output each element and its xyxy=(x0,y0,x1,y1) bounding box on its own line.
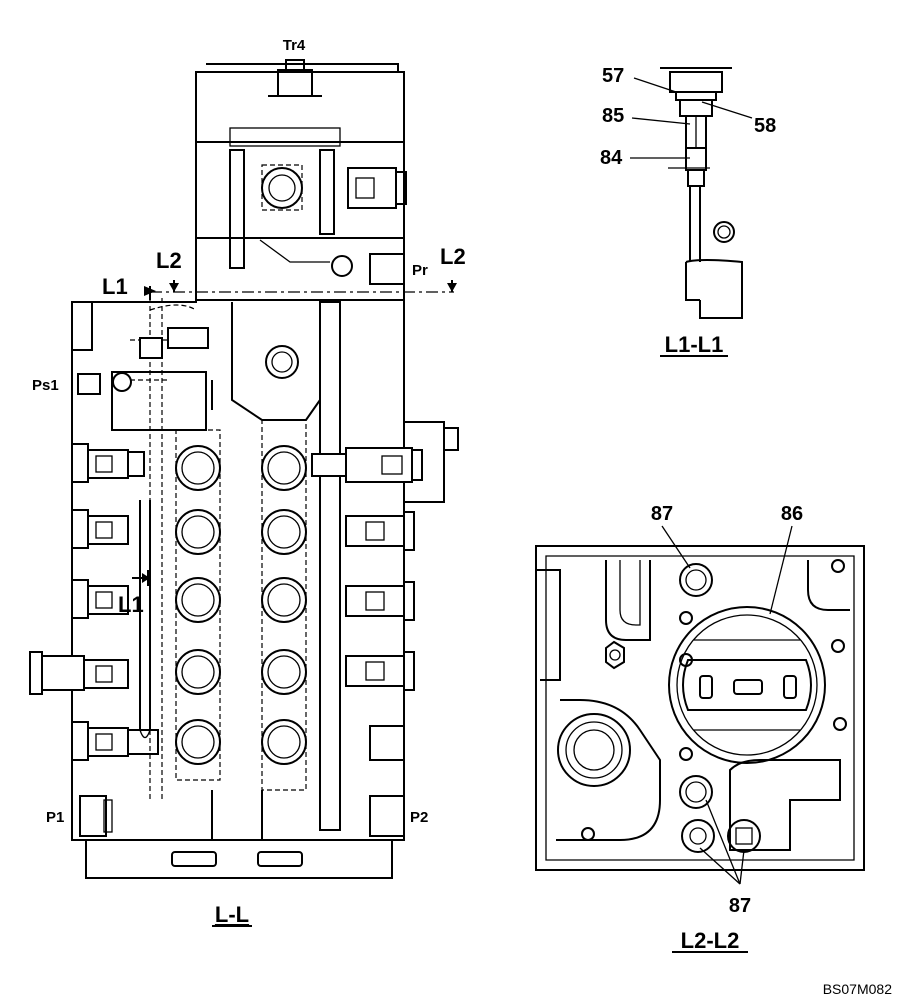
part-87-bottom: 87 xyxy=(729,895,751,917)
part-84: 84 xyxy=(600,147,623,169)
label-p1: P1 xyxy=(46,809,64,826)
detail-l1-view xyxy=(630,67,753,319)
part-86: 86 xyxy=(781,503,803,525)
label-l1-bottom: L1 xyxy=(118,592,144,617)
left-spool-column xyxy=(175,429,221,781)
title-l-l: L-L xyxy=(215,902,249,927)
part-58: 58 xyxy=(754,115,776,137)
main-valve-body xyxy=(29,59,459,879)
label-l2-right: L2 xyxy=(440,244,466,269)
title-l1-l1: L1-L1 xyxy=(665,332,724,357)
title-l2-l2: L2-L2 xyxy=(681,928,740,953)
label-l1-top: L1 xyxy=(102,274,128,299)
label-pr: Pr xyxy=(412,262,428,279)
part-85: 85 xyxy=(602,105,624,127)
label-ps1: Ps1 xyxy=(32,377,59,394)
detail-l2-view xyxy=(535,525,865,885)
label-l2-left: L2 xyxy=(156,248,182,273)
part-57: 57 xyxy=(602,65,624,87)
label-tr4: Tr4 xyxy=(283,37,306,54)
left-plugs xyxy=(29,373,159,837)
figure-code: BS07M082 xyxy=(823,981,892,997)
label-p2: P2 xyxy=(410,809,428,826)
right-plugs xyxy=(311,447,423,837)
right-spool-column xyxy=(261,419,307,791)
part-87-top: 87 xyxy=(651,503,673,525)
